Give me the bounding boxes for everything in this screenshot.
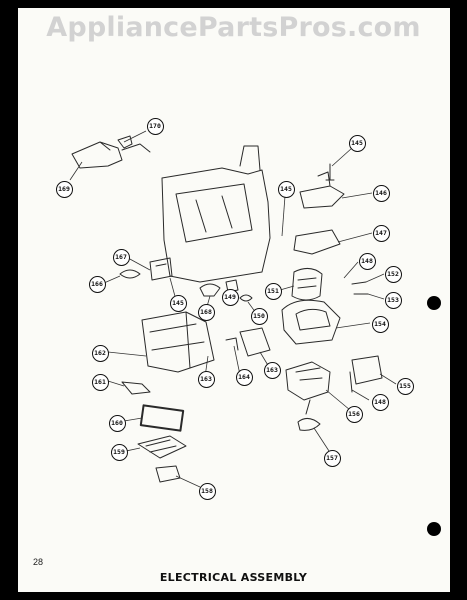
leader-166 — [103, 275, 121, 284]
part-screw-152 — [351, 281, 367, 285]
part-frame-160 — [139, 404, 185, 432]
callout-157: 157 — [323, 449, 341, 467]
leader-161 — [107, 380, 125, 387]
callout-168: 168 — [197, 303, 215, 321]
callout-164: 164 — [235, 368, 253, 386]
leader-162 — [107, 351, 147, 357]
callout-169: 169 — [55, 180, 73, 198]
part-connector-164 — [225, 337, 239, 351]
part-plate-154-rim — [295, 308, 331, 331]
part-terminal-167 — [149, 257, 173, 281]
leader-160 — [123, 417, 143, 422]
leader-156 — [325, 389, 351, 411]
part-assembly-162 — [141, 311, 215, 373]
part-clip-170 — [117, 135, 133, 149]
part-motor-156 — [285, 361, 331, 401]
part-bracket-169 — [71, 141, 151, 169]
callout-145-low: 145 — [169, 294, 187, 312]
callout-162: 162 — [91, 344, 109, 362]
leader-157 — [313, 427, 330, 452]
part-screw-148 — [349, 371, 353, 393]
callout-148-lower: 148 — [371, 393, 389, 411]
part-switch-163 — [239, 327, 271, 357]
part-bracket-155 — [351, 355, 383, 385]
part-fitting-157 — [297, 418, 321, 431]
callout-154: 154 — [371, 315, 389, 333]
callout-167: 167 — [112, 248, 130, 266]
page-number: 28 — [33, 557, 44, 567]
leader-147 — [337, 232, 373, 243]
leader-152 — [365, 273, 385, 283]
callout-151: 151 — [264, 282, 282, 300]
part-coil-151 — [291, 268, 323, 301]
part-base-159 — [137, 435, 187, 459]
leader-153 — [367, 293, 385, 300]
leader-155 — [379, 373, 397, 385]
part-lamp-168 — [199, 283, 221, 297]
leader-145b — [281, 195, 286, 237]
part-bracket-147 — [293, 229, 341, 255]
callout-146: 146 — [372, 184, 390, 202]
callout-155: 155 — [396, 377, 414, 395]
part-shaft-156 — [305, 399, 311, 415]
callout-156: 156 — [345, 405, 363, 423]
part-clip-161 — [121, 381, 151, 395]
part-housing-tab — [239, 145, 261, 171]
callout-153: 153 — [384, 291, 402, 309]
callout-163-left: 163 — [197, 370, 215, 388]
callout-160: 160 — [108, 414, 126, 432]
callout-159: 159 — [110, 443, 128, 461]
part-bracket-146 — [299, 171, 345, 209]
callout-170: 170 — [146, 117, 164, 135]
leader-148b — [351, 389, 370, 401]
binder-hole-top — [427, 296, 441, 310]
leader-145a — [331, 147, 353, 167]
part-housing-panel — [175, 183, 253, 243]
callout-149: 149 — [221, 288, 239, 306]
callout-148-upper: 148 — [358, 252, 376, 270]
part-bracket-158 — [155, 465, 181, 483]
callout-163-right: 163 — [263, 361, 281, 379]
leader-148a — [343, 261, 359, 279]
callout-145-mid: 145 — [277, 180, 295, 198]
part-washer-150 — [239, 294, 253, 302]
diagram-title: ELECTRICAL ASSEMBLY — [159, 571, 308, 584]
leader-169 — [69, 161, 83, 181]
binder-hole-bottom — [427, 522, 441, 536]
leader-154 — [335, 322, 371, 329]
part-housing-main — [161, 167, 271, 283]
callout-161: 161 — [91, 373, 109, 391]
leader-158 — [175, 475, 201, 488]
part-gasket-166 — [119, 269, 141, 279]
leader-146 — [341, 192, 373, 199]
leader-159 — [125, 447, 141, 452]
callout-166: 166 — [88, 275, 106, 293]
part-screw-145 — [325, 163, 335, 181]
part-plate-154 — [281, 299, 341, 345]
callout-145-top: 145 — [348, 134, 366, 152]
callout-158: 158 — [198, 482, 216, 500]
callout-147: 147 — [372, 224, 390, 242]
leader-151 — [279, 285, 295, 291]
callout-150: 150 — [250, 307, 268, 325]
callout-152: 152 — [384, 265, 402, 283]
leader-170 — [123, 130, 147, 143]
leader-167 — [127, 257, 151, 271]
watermark: AppliancePartsPros.com — [46, 12, 421, 43]
